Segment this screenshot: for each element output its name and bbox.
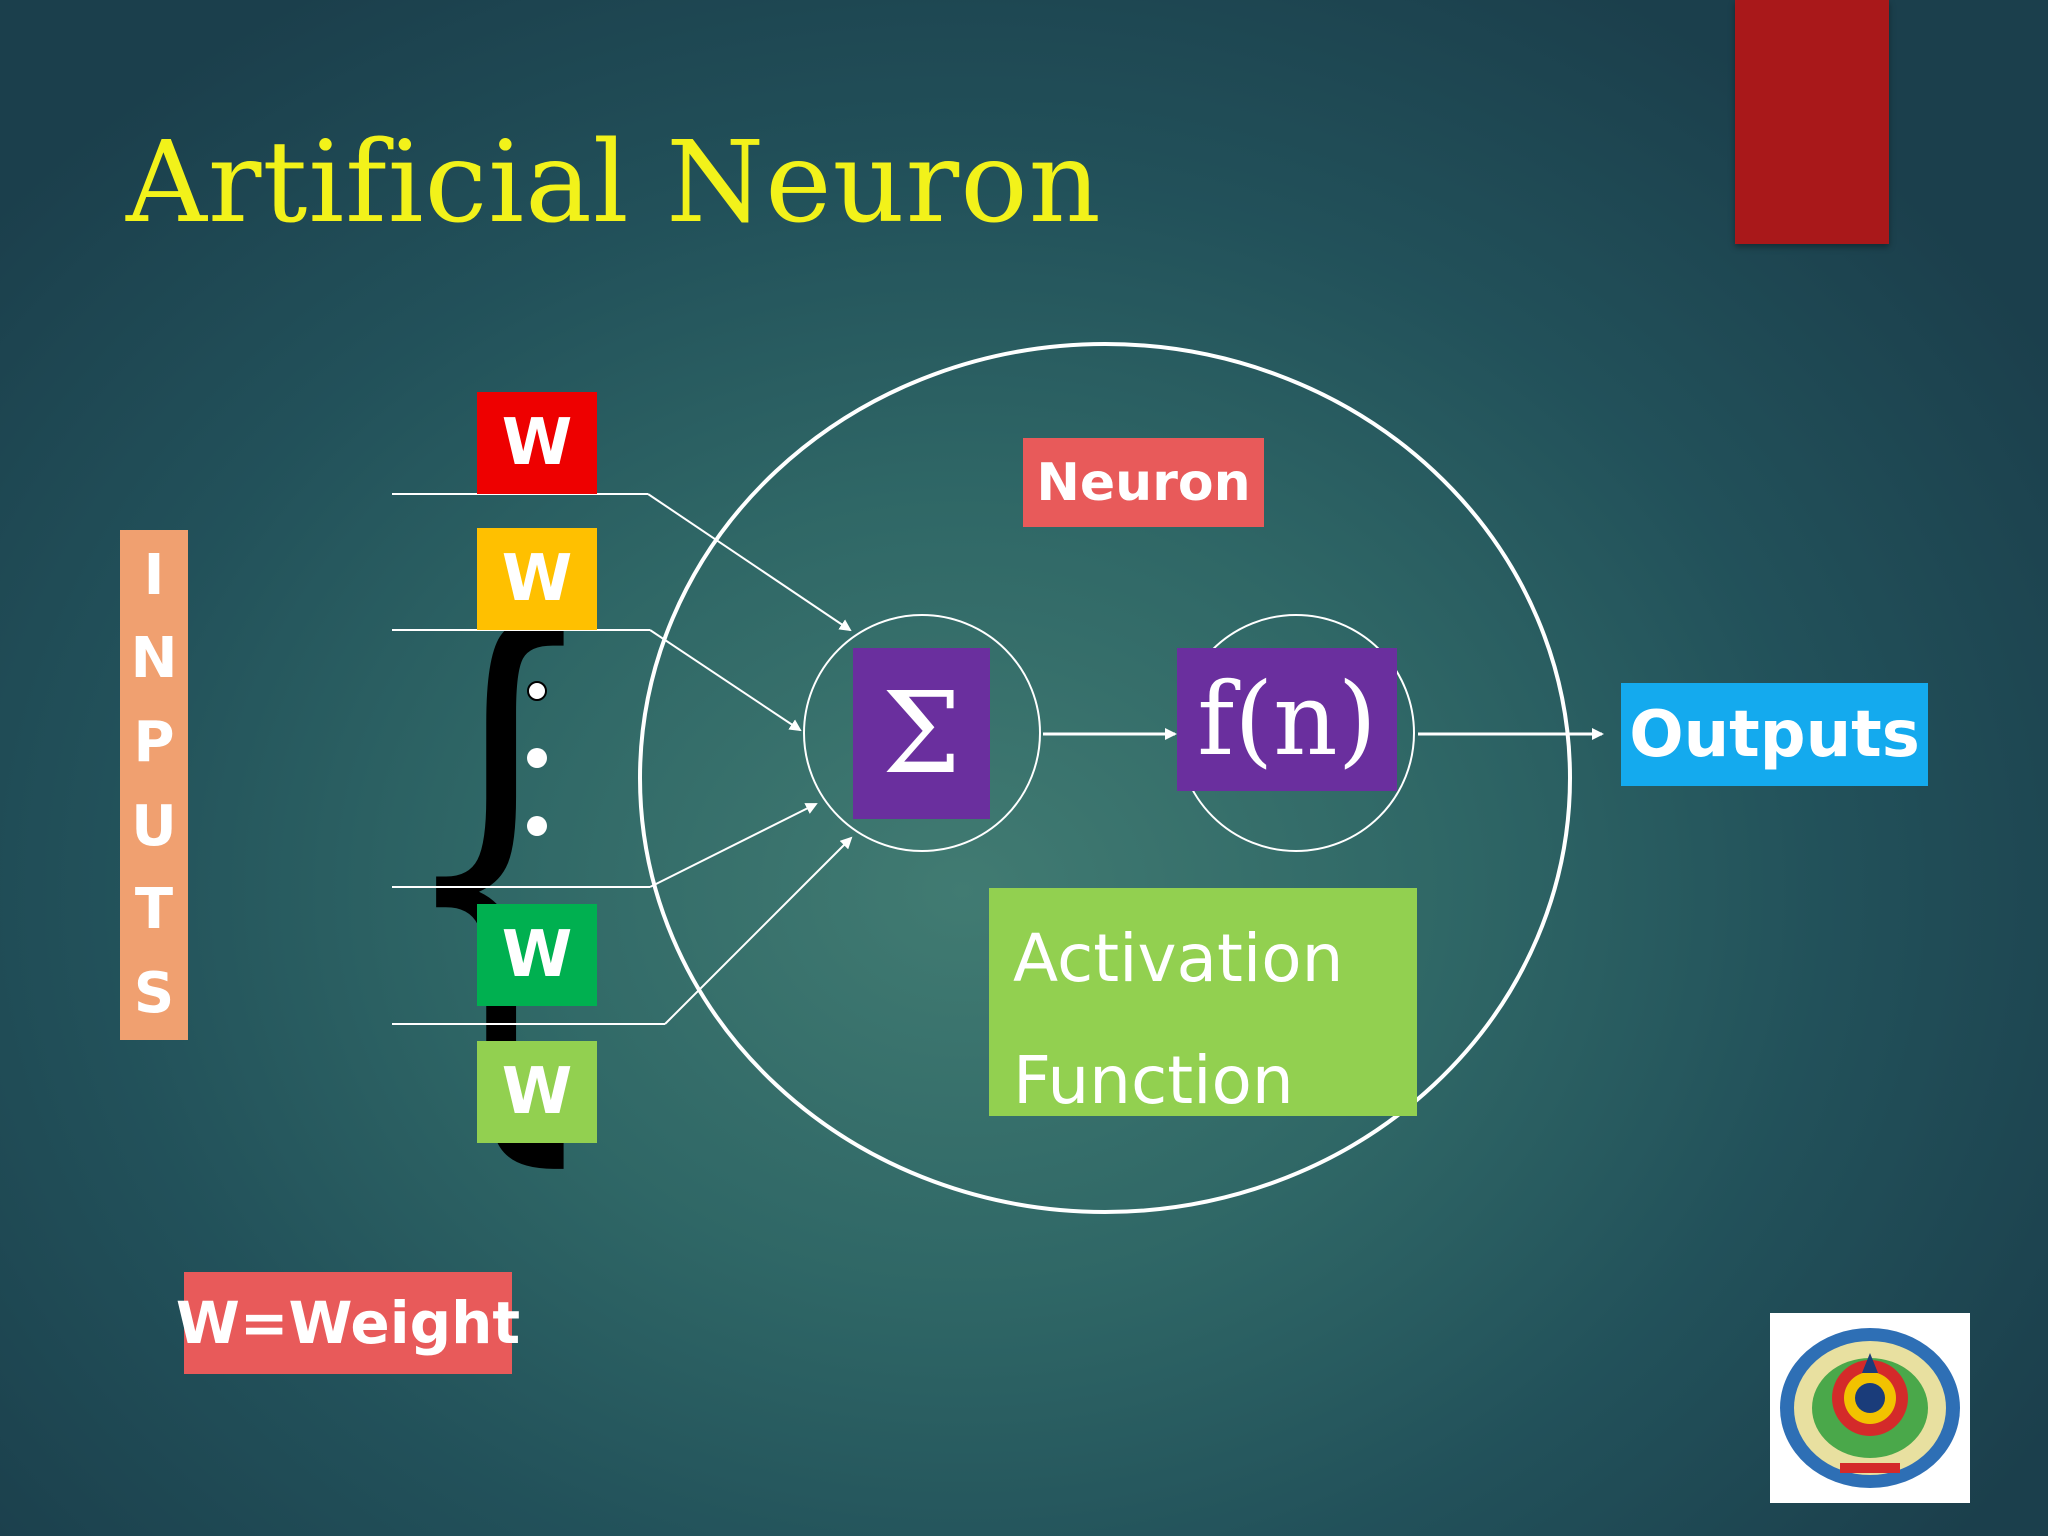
input-arrow-1 — [647, 493, 852, 632]
summation-circle — [803, 614, 1041, 852]
inputs-letter: S — [133, 961, 175, 1027]
outputs-label: Outputs — [1621, 683, 1928, 786]
neuron-label: Neuron — [1023, 438, 1264, 527]
weight-box-4: W — [477, 1041, 597, 1143]
ellipsis-dot-3 — [527, 816, 547, 836]
inputs-letter: N — [130, 626, 178, 692]
activation-function-box: Activation Function — [989, 888, 1417, 1119]
weight-box-3: W — [477, 904, 597, 1006]
inputs-label-box: I N P U T S — [120, 530, 188, 1040]
ellipsis-dot-2 — [527, 748, 547, 768]
slide-title: Artificial Neuron — [126, 118, 1102, 248]
weight-box-1: W — [477, 392, 597, 494]
input-arrow-3 — [649, 803, 818, 888]
inputs-letter: P — [133, 710, 175, 776]
input-lines — [392, 493, 853, 1025]
activation-line-1: Activation — [1013, 920, 1344, 997]
activation-line-2: Function — [1013, 1042, 1294, 1119]
inputs-letter: I — [143, 542, 165, 608]
neuron-boundary-circle — [638, 342, 1572, 1214]
inputs-letter: T — [134, 877, 174, 943]
institute-logo — [1770, 1313, 1970, 1503]
weight-legend: W=Weight — [176, 1272, 520, 1374]
input-arrow-2 — [649, 629, 802, 732]
weight-box-2: W — [477, 528, 597, 630]
input-arrow-4 — [664, 836, 853, 1025]
corner-accent-bar — [1735, 0, 1889, 244]
function-box: f(n) — [1177, 648, 1397, 791]
ellipsis-dot-1 — [527, 681, 547, 701]
inputs-letter: U — [131, 793, 177, 859]
summation-box: Σ — [853, 648, 990, 819]
institute-seal-icon — [1780, 1328, 1960, 1488]
